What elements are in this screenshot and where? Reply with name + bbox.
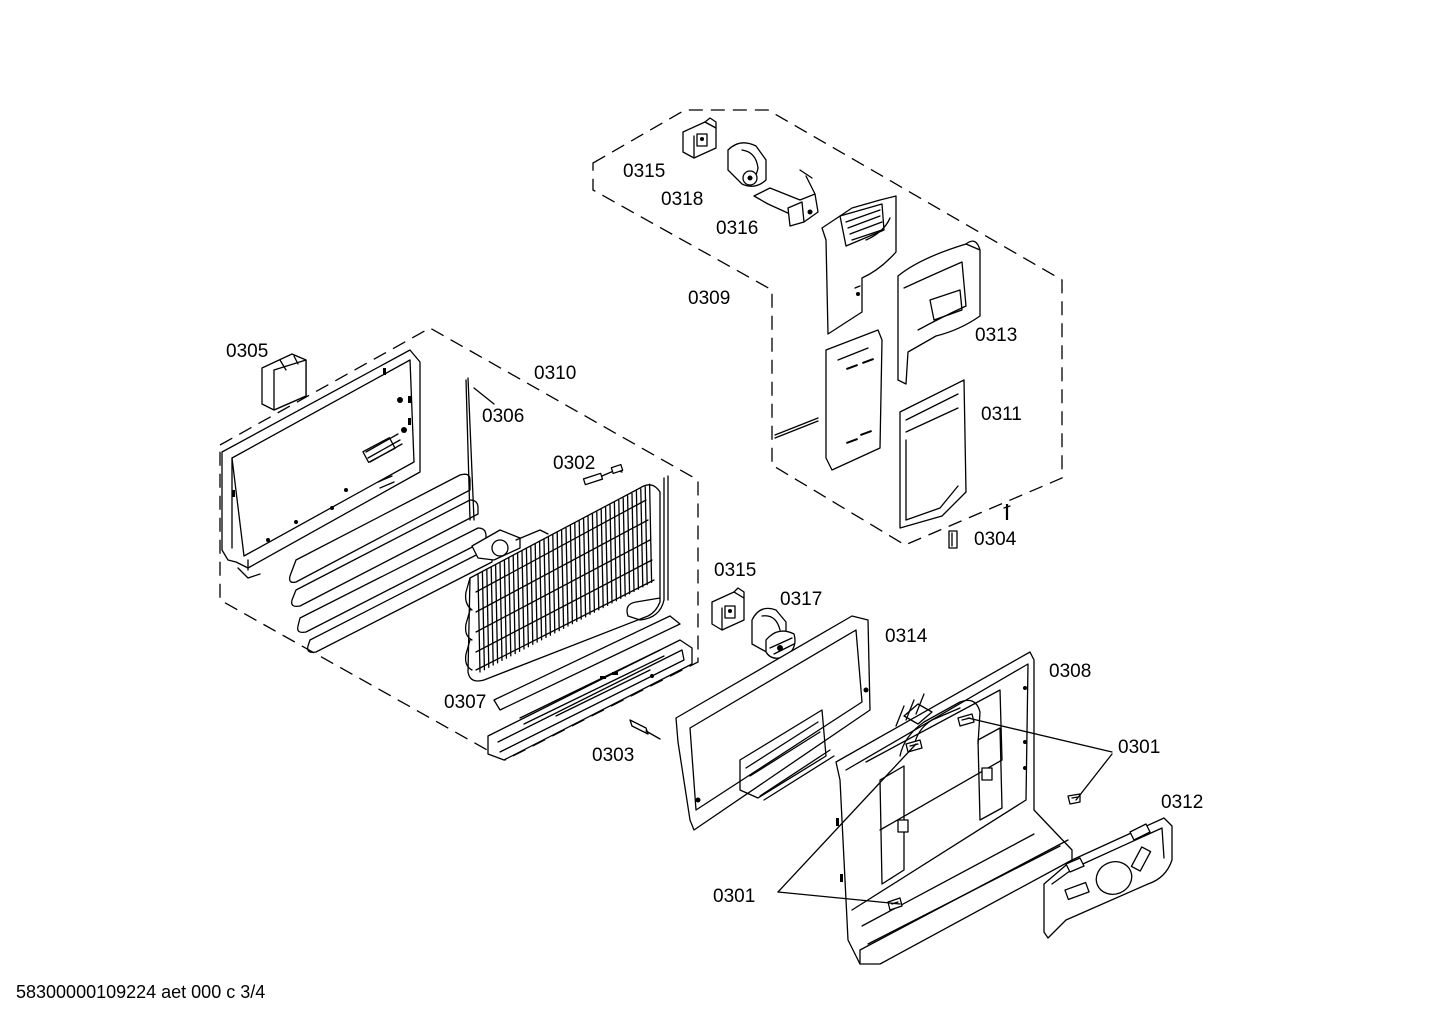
evaporator-fin — [622, 497, 626, 597]
duct-channel-part — [899, 379, 967, 529]
fan-shroud-part — [835, 651, 1073, 965]
evaporator-fin — [587, 515, 591, 616]
label-0315-lower: 0315 — [714, 560, 756, 581]
evaporator-fin — [626, 495, 631, 595]
evaporator-fin — [574, 522, 578, 623]
evaporator-fin — [543, 538, 547, 639]
rear-cover-panel — [675, 615, 871, 831]
label-0307: 0307 — [444, 692, 486, 713]
label-0317: 0317 — [780, 589, 822, 610]
evaporator-fin — [600, 508, 604, 609]
evaporator-fin — [609, 504, 613, 604]
evaporator-fin — [631, 492, 635, 593]
evaporator-fin — [547, 536, 552, 636]
label-0301-right: 0301 — [1118, 737, 1160, 758]
label-0301-lower: 0301 — [713, 886, 755, 907]
fan-motor-part-lower — [751, 607, 796, 659]
evaporator-fin — [582, 518, 587, 618]
evaporator-part — [464, 475, 669, 682]
label-0306: 0306 — [482, 406, 524, 427]
evaporator-fin — [556, 531, 560, 632]
evaporator-fin — [578, 520, 582, 620]
drain-tray-part — [487, 615, 693, 761]
cover-plate-part — [1043, 817, 1173, 939]
bracket-part-upper — [682, 117, 717, 159]
motor-bracket-part — [753, 169, 819, 227]
label-0311: 0311 — [981, 404, 1022, 425]
label-0316: 0316 — [716, 218, 758, 239]
evaporator-fin — [618, 499, 622, 600]
bracket-part-lower — [711, 587, 745, 631]
label-0313: 0313 — [975, 325, 1017, 346]
label-0314: 0314 — [885, 626, 928, 647]
small-clip-part — [948, 504, 1011, 549]
leader-lines — [473, 387, 1113, 905]
label-0304: 0304 — [974, 529, 1017, 550]
evaporator-fin — [640, 488, 644, 588]
evaporator-fin — [560, 529, 565, 629]
assembly-outline-left — [219, 327, 699, 761]
evaporator-fin — [565, 527, 569, 627]
label-0308: 0308 — [1049, 661, 1091, 682]
evaporator-fin — [569, 525, 574, 625]
air-duct-panel-lower — [774, 329, 883, 471]
label-0312: 0312 — [1161, 792, 1203, 813]
evaporator-fin — [552, 534, 556, 634]
evaporator-fin — [613, 502, 618, 602]
air-duct-upper — [821, 195, 897, 335]
label-0309: 0309 — [688, 288, 730, 309]
small-bracket-part-0305 — [261, 353, 307, 411]
evaporator-fin — [635, 490, 640, 590]
label-0305: 0305 — [226, 341, 268, 362]
pin-part — [629, 719, 661, 740]
part-labels: 0315 0318 0316 0309 0313 0311 0304 0305 … — [226, 161, 1203, 907]
label-0318: 0318 — [661, 189, 703, 210]
diagram-reference-number: 58300000109224 aet 000 c 3/4 — [16, 982, 265, 1002]
evaporator-fin — [644, 485, 648, 586]
sensor-part — [582, 463, 624, 486]
assembly-outline-upper — [592, 109, 1063, 546]
label-0303: 0303 — [592, 745, 634, 766]
evaporator-fin — [648, 483, 653, 583]
evaporator-fin — [591, 513, 596, 613]
fan-motor-part-upper — [727, 142, 767, 187]
label-0302: 0302 — [553, 453, 595, 474]
evaporator-fin — [596, 511, 600, 611]
evaporator-back-plate — [221, 349, 421, 579]
label-0315-upper: 0315 — [623, 161, 665, 182]
duct-cover-part — [897, 240, 981, 385]
evaporator-fin — [604, 506, 609, 606]
label-0310: 0310 — [534, 363, 576, 384]
